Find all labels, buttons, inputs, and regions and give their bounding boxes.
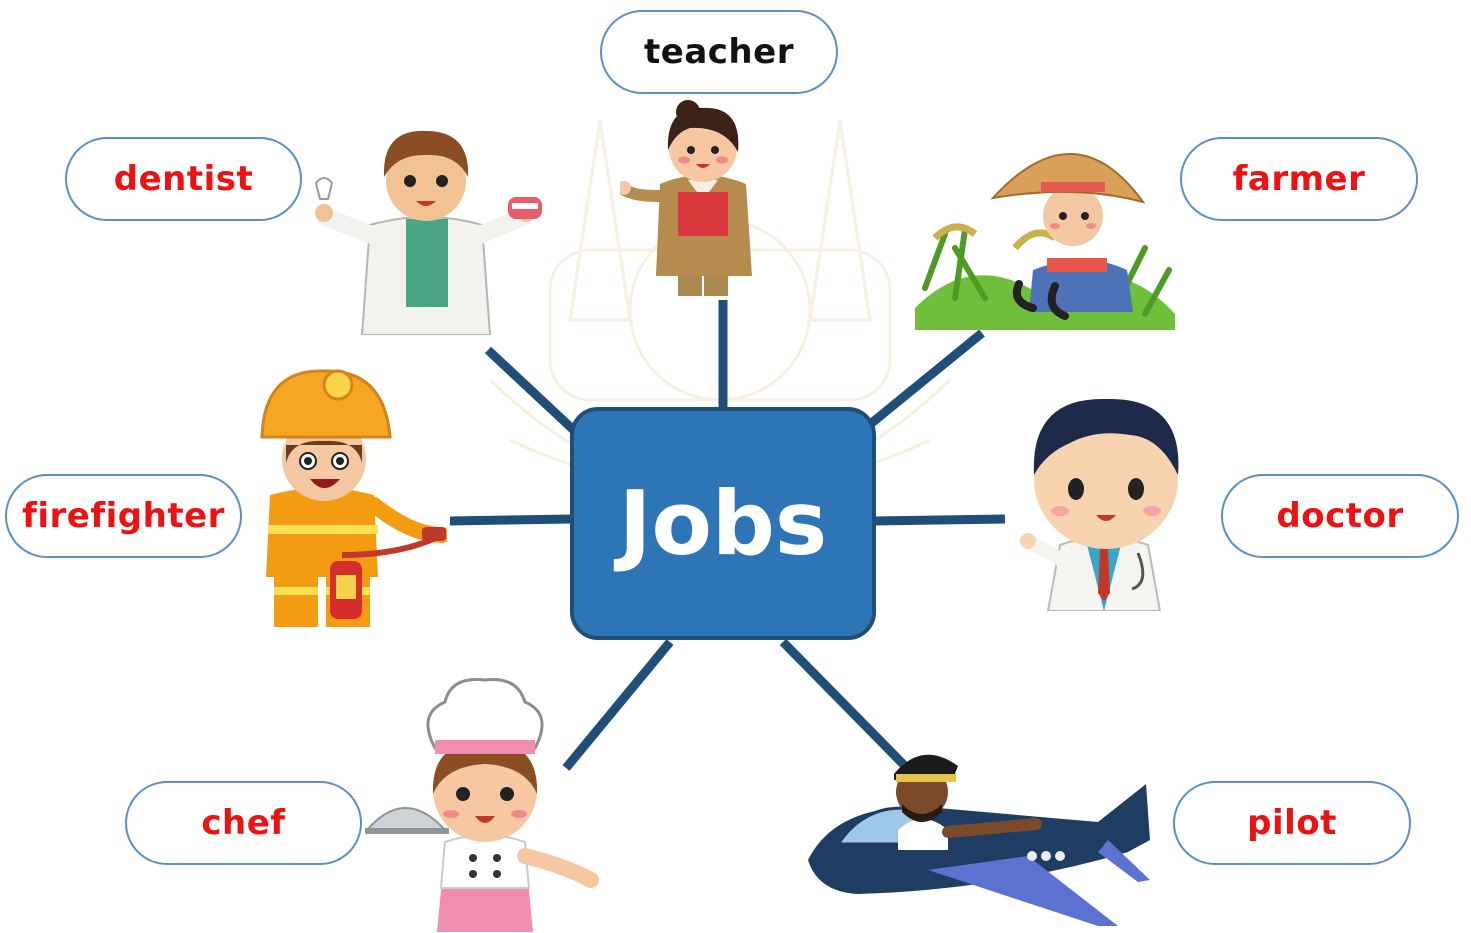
connector-doctor	[873, 514, 1006, 526]
connector-pilot	[779, 638, 908, 769]
connector-dentist	[484, 346, 584, 440]
label-farmer: farmer	[1180, 137, 1418, 221]
connector-farmer	[865, 329, 985, 430]
connector-firefighter	[449, 514, 573, 526]
pilot-airplane-icon	[808, 754, 1150, 926]
farmer-character-icon	[915, 153, 1175, 330]
label-doctor: doctor	[1221, 474, 1459, 558]
jobs-hub: Jobs	[570, 407, 876, 640]
connector-chef	[562, 639, 674, 771]
firefighter-character-icon	[260, 369, 447, 627]
label-teacher: teacher	[600, 10, 838, 94]
doctor-character-icon	[1020, 398, 1179, 611]
label-dentist: dentist	[65, 137, 302, 221]
label-chef: chef	[125, 781, 362, 865]
label-firefighter: firefighter	[5, 474, 242, 558]
dentist-character-icon	[314, 130, 542, 335]
teacher-character-icon	[620, 100, 752, 296]
chef-character-icon	[365, 677, 599, 932]
label-pilot: pilot	[1173, 781, 1411, 865]
hub-label: Jobs	[618, 472, 828, 575]
